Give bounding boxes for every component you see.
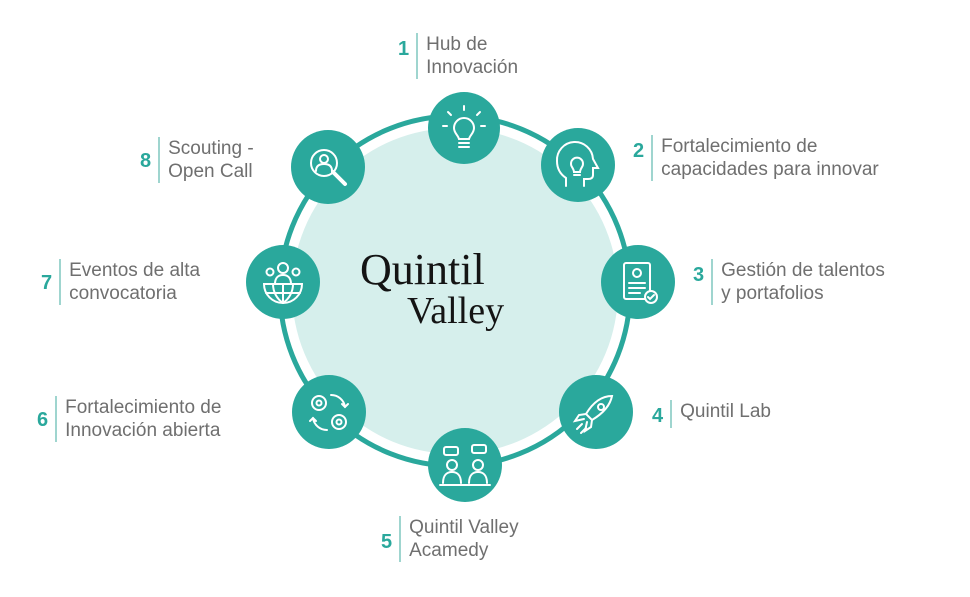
- divider: [416, 33, 419, 79]
- step-number: 1: [398, 38, 410, 60]
- rocket-icon: [559, 375, 633, 449]
- step-label: Hub de Innovación: [426, 34, 519, 78]
- step-3: 3 Gestión de talentos y portafolios: [693, 259, 885, 305]
- divider: [399, 516, 402, 562]
- step-label: Quintil Valley Acamedy: [409, 517, 519, 561]
- brand-line-2: Valley: [407, 290, 505, 332]
- divider: [55, 396, 58, 442]
- step-number: 5: [381, 531, 393, 553]
- inner-circle: [292, 128, 618, 454]
- step-6: 6 Fortalecimiento de Innovación abierta: [37, 396, 221, 442]
- step-2: 2 Fortalecimiento de capacidades para in…: [633, 135, 879, 181]
- step-number: 4: [652, 405, 664, 427]
- step-number: 6: [37, 409, 49, 431]
- step-number: 8: [140, 150, 152, 172]
- step-number: 7: [41, 272, 53, 294]
- step-4: 4 Quintil Lab: [652, 400, 771, 428]
- step-label: Quintil Lab: [680, 401, 771, 422]
- step-label: Gestión de talentos y portafolios: [721, 260, 885, 304]
- step-number: 2: [633, 140, 645, 162]
- divider: [670, 400, 673, 428]
- step-1: 1 Hub de Innovación: [398, 33, 518, 79]
- divider: [158, 137, 161, 183]
- head-lightbulb-icon: [541, 128, 615, 202]
- divider: [651, 135, 654, 181]
- step-label: Fortalecimiento de capacidades para inno…: [661, 136, 879, 180]
- resume-check-icon: [601, 245, 675, 319]
- people-chat-icon: [428, 428, 502, 502]
- lightbulb-icon: [428, 92, 500, 164]
- gears-cycle-icon: [292, 375, 366, 449]
- divider: [711, 259, 714, 305]
- step-label: Scouting - Open Call: [168, 138, 254, 182]
- step-number: 3: [693, 264, 705, 286]
- step-label: Eventos de alta convocatoria: [69, 260, 201, 304]
- divider: [59, 259, 62, 305]
- step-label: Fortalecimiento de Innovación abierta: [65, 397, 222, 441]
- brand-line-1: Quintil: [360, 245, 485, 294]
- globe-people-icon: [246, 245, 320, 319]
- step-8: 8 Scouting - Open Call: [140, 137, 254, 183]
- step-7: 7 Eventos de alta convocatoria: [41, 259, 200, 305]
- step-5: 5 Quintil Valley Acamedy: [381, 516, 519, 562]
- magnifier-person-icon: [291, 130, 365, 204]
